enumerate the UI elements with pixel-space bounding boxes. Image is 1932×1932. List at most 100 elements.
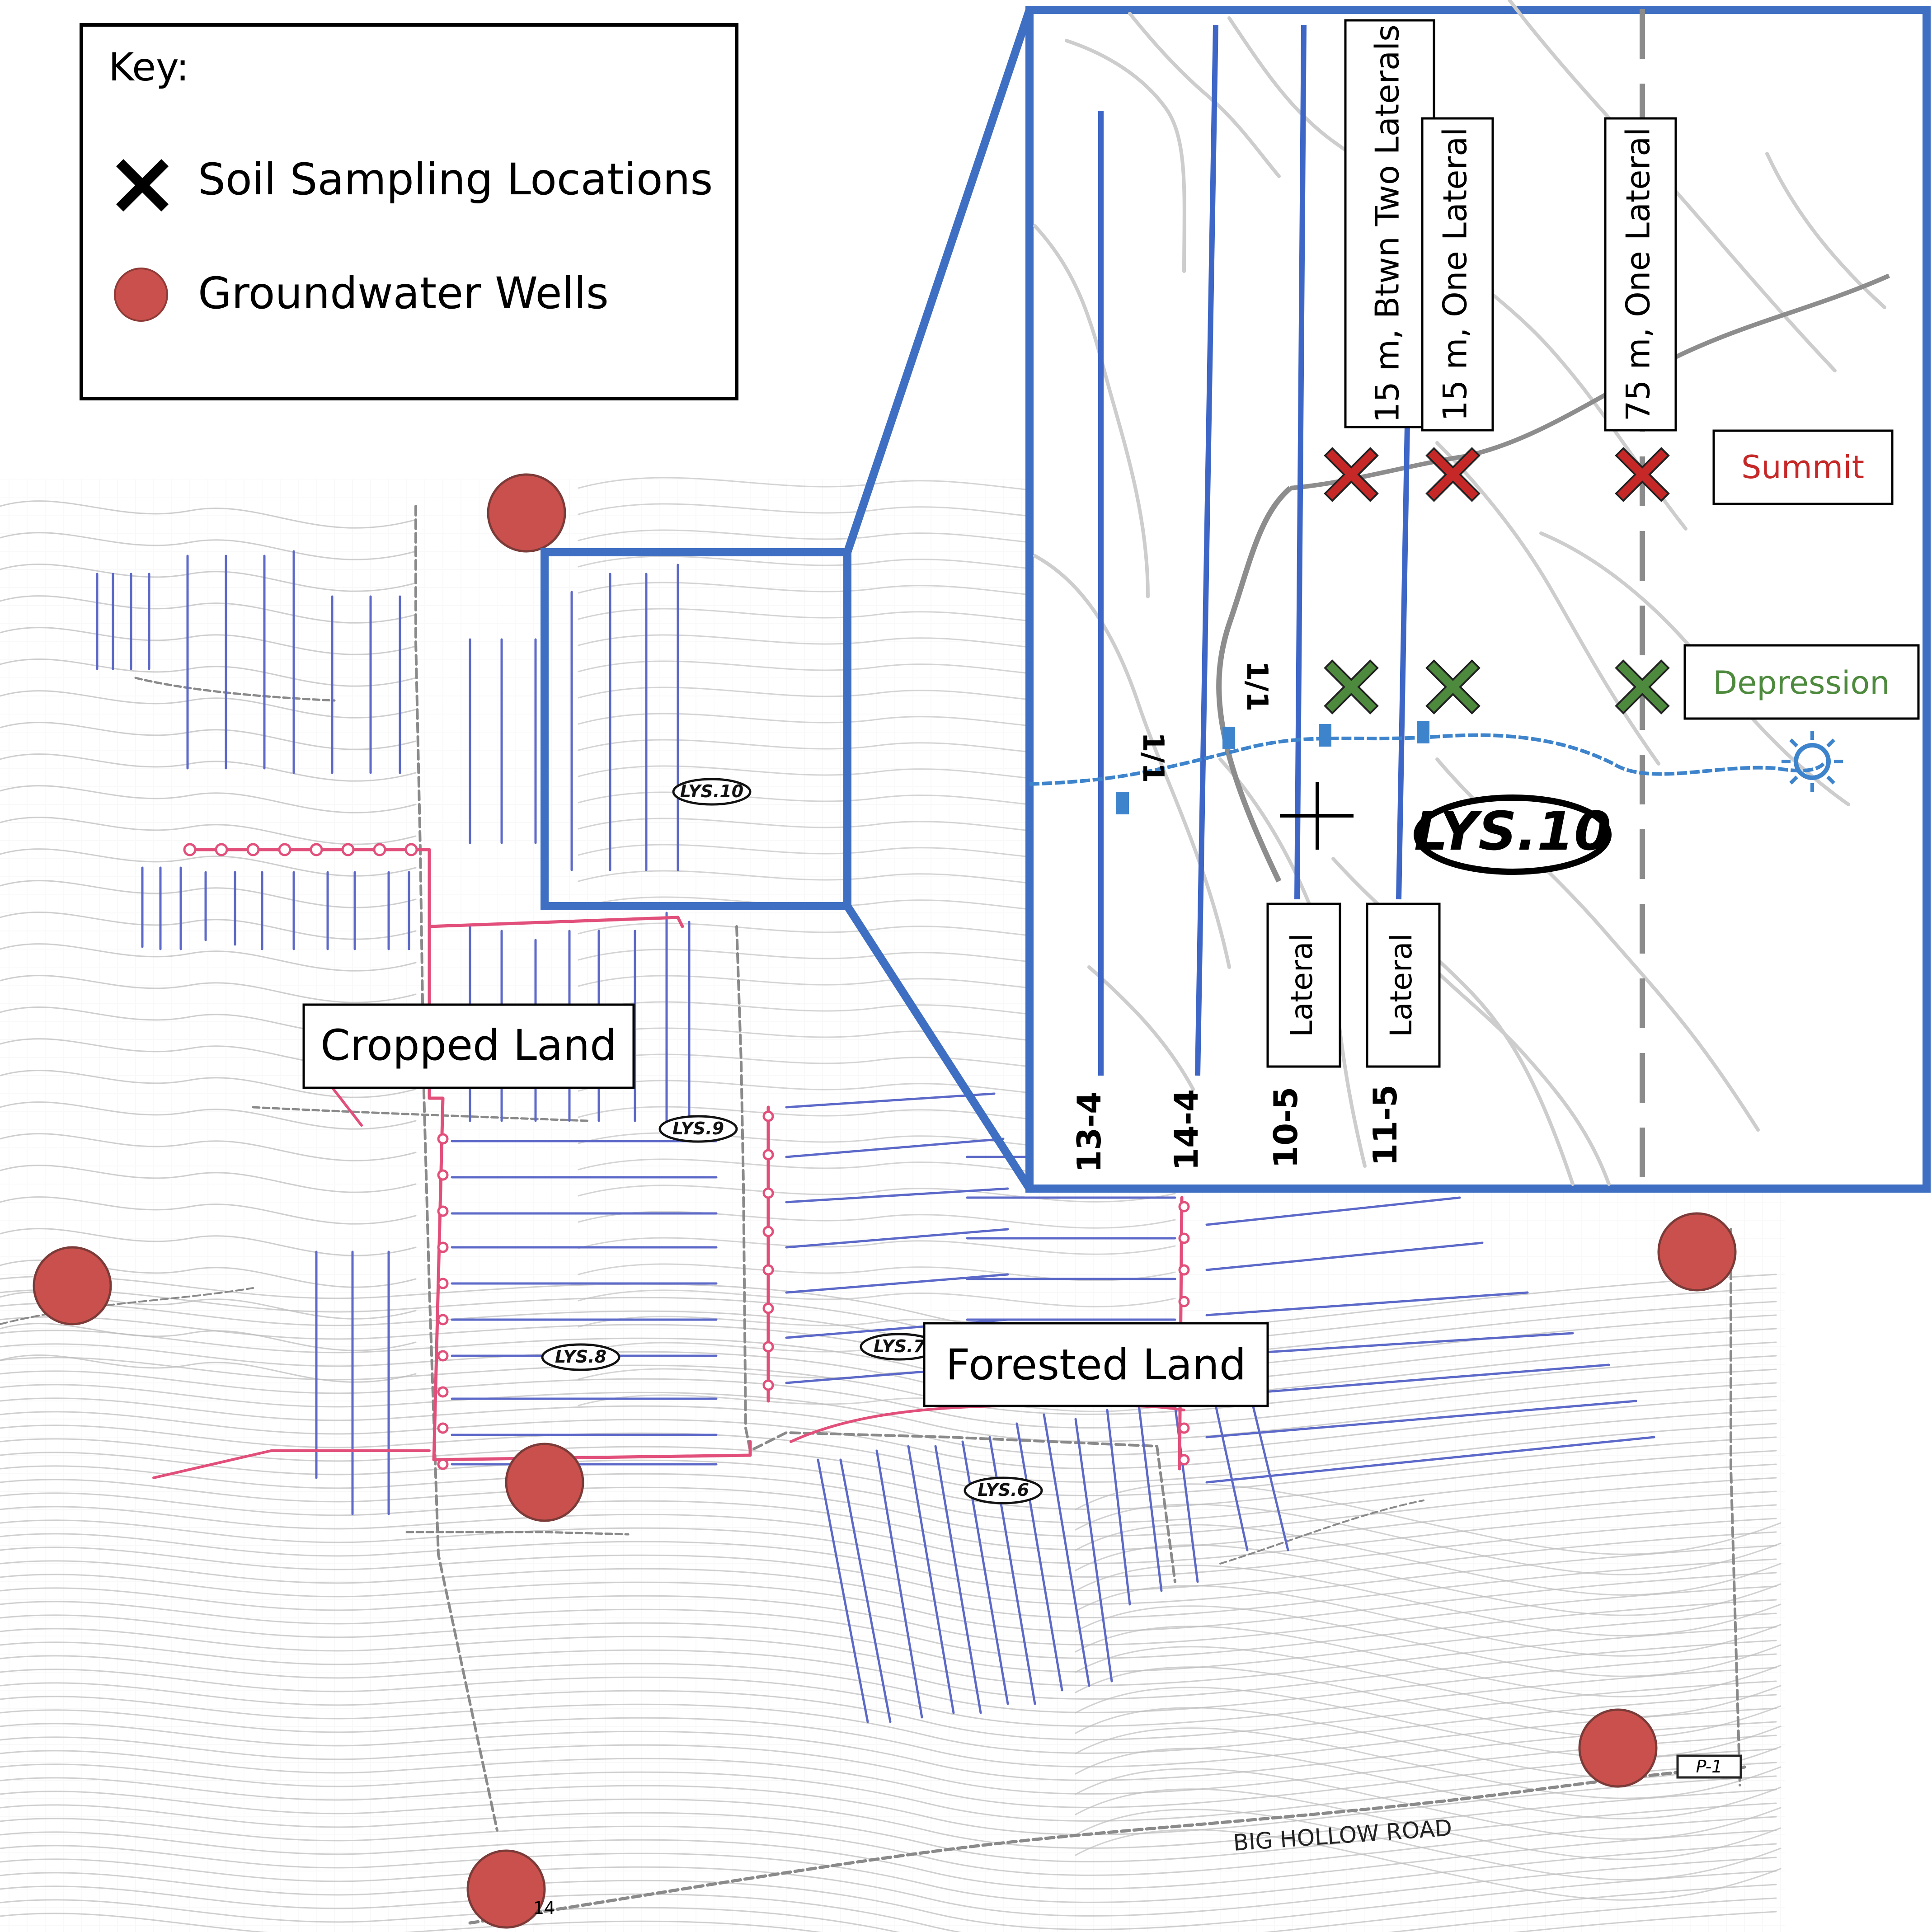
summit-x-icon [1615,447,1670,502]
pipe-node [437,1422,449,1434]
contour-line [0,1314,1777,1374]
well-label-14: 14 [533,1898,555,1918]
pipe-node [762,1187,774,1199]
pipe-node [246,843,260,856]
inset-contours [1033,0,1886,1186]
contour-line [1075,1544,1782,1616]
contour-line [1075,1666,1782,1738]
lateral-line [785,1273,1009,1294]
inset-contour-line [1331,857,1575,1186]
inset-contour-line [1539,531,1850,806]
contour-line [0,627,417,655]
lateral-14-4 [1195,24,1218,1076]
contour-line [0,1911,1777,1932]
contour-line [0,1355,1777,1415]
groundwater-well [1578,1708,1658,1788]
contour-line [0,1612,1777,1673]
lateral-line [1015,1422,1063,1692]
contour-line [578,1211,1176,1229]
contour-line [0,1653,1777,1713]
groundwater-wells [33,473,1737,1929]
inset-contour-line [1065,39,1186,273]
lateral-line [934,1445,982,1714]
lateral-line [1205,1291,1529,1316]
contour-line [0,1762,1777,1822]
contour-line [0,1196,417,1225]
contour-line [0,1328,1777,1388]
contour-line [0,1897,1777,1932]
contour-line [0,975,417,1003]
inset-connector-bottom [844,904,1033,1191]
pipe-node [437,1386,449,1398]
lysimeter-label: LYS.10 [1414,800,1611,862]
pipe-node [437,1169,449,1181]
inset-map: LYS.10 15 m, Btwn Two Laterals 15 m, One… [1025,0,1931,1193]
contour-line [0,595,417,624]
lateral-label-1: Lateral [1266,903,1341,1068]
inset-flow-line [1029,721,1843,814]
depression-label: Depression [1713,664,1890,701]
forested-land-box: Forested Land [923,1322,1269,1407]
lateral-10-5 [1294,24,1307,900]
contour-line [0,1680,1777,1740]
contour-line [0,1857,1777,1917]
lysimeter-ellipse [1414,794,1612,875]
depression-label-box [1683,644,1920,720]
pipe-node [437,1205,449,1217]
lateral-line [785,1187,1009,1203]
p1-tag-box [1676,1754,1742,1779]
contour-line [0,1829,1777,1890]
contour-line [0,817,417,845]
road-line [0,1287,254,1325]
contour-line [0,1070,417,1098]
lys9-tag-ellipse [658,1115,738,1143]
contour-line [1075,1829,1782,1901]
contour-line [0,1228,417,1256]
lateral-line [1205,1196,1461,1226]
contour-line [1075,1565,1782,1636]
pipe-node [183,843,197,856]
pipe-node [310,843,323,856]
summit-marks: Summit [1324,429,1894,505]
inset-highlight-box [541,548,851,910]
inset-top-label-boxes: 15 m, Btwn Two Laterals 15 m, One Latera… [1344,19,1677,432]
cropped-land-label: Cropped Land [320,1021,617,1070]
pipe-node [1178,1232,1190,1244]
pipe-node [437,1133,449,1145]
inset-contour-line [1128,12,1281,178]
pipe-node [762,1341,774,1353]
lys6-tag-label: LYS.6 [978,1480,1029,1500]
pipe-node [215,843,228,856]
lys10-tag-label: LYS.10 [680,781,744,801]
contour-line [578,1289,1176,1307]
x-mark-icon [116,159,169,212]
lateral-label-boxes: Lateral Lateral [1266,903,1441,1068]
lys9-tag-label: LYS.9 [672,1119,724,1138]
lateral-label: Lateral [1384,933,1419,1037]
lateral-line [1205,1400,1637,1438]
contour-line [0,1721,1777,1781]
road-line [1219,1500,1424,1565]
lateral-line [785,1228,1009,1249]
contour-line [0,1477,1777,1537]
contour-line [0,753,417,782]
contour-line [1075,1585,1782,1657]
lys8-tag-label: LYS.8 [555,1347,606,1367]
groundwater-well [466,1849,546,1929]
lateral-line [817,1458,869,1723]
pipe-node [762,1110,774,1122]
depression-x-icon [1425,659,1481,715]
contour-line [0,500,417,529]
inset-contour-line [1033,554,1231,969]
contour-line [0,1558,1777,1618]
road-line [405,1531,630,1536]
forested-land-label: Forested Land [945,1340,1246,1390]
top-label-between-two-laterals: 15 m, Btwn Two Laterals [1368,24,1406,423]
lys6-tag-ellipse [964,1476,1043,1504]
contour-line [0,1572,1777,1632]
sun-icon [1782,731,1843,792]
contour-line [0,1133,417,1161]
contour-line [0,1165,417,1193]
pipe-node [437,1314,449,1326]
contour-line [1075,1626,1782,1697]
